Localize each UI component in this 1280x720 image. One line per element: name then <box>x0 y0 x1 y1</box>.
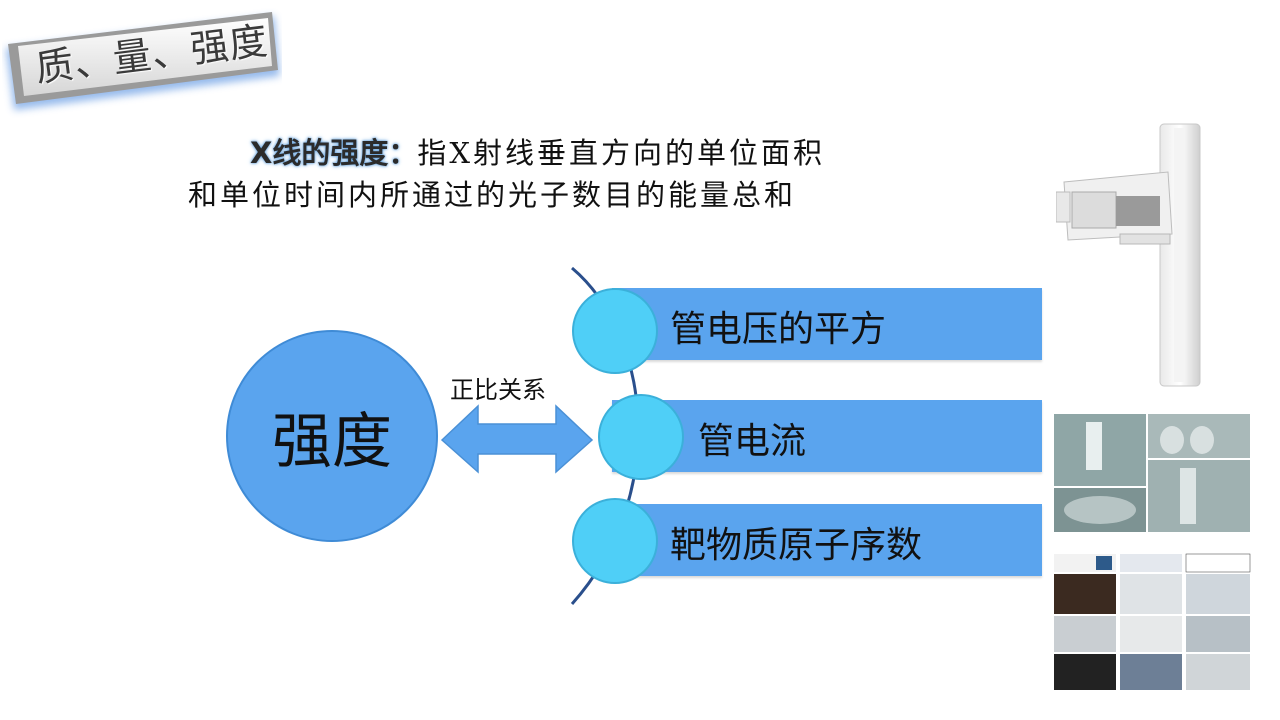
title-tag-shape <box>6 12 280 110</box>
intensity-circle: 强度 <box>226 330 438 542</box>
factor-bar-atomic-number: 靶物质原子序数 <box>612 504 1042 576</box>
slide-title-tag: 质、量、强度 <box>2 8 280 110</box>
double-arrow-icon <box>440 404 594 474</box>
equipment-catalog-image <box>1052 552 1252 692</box>
factor-label-current: 管电流 <box>698 421 807 462</box>
definition-term: X线的强度： <box>250 136 418 170</box>
factor-bar-voltage: 管电压的平方 <box>612 288 1042 360</box>
imaging-sciences-logo-icon <box>1096 556 1112 570</box>
factor-bullet-2 <box>598 394 684 480</box>
definition-line-1: X线的强度：指X射线垂直方向的单位面积 <box>188 132 968 174</box>
dental-xray-image <box>1052 412 1252 534</box>
factor-label-atomic-number: 靶物质原子序数 <box>670 525 923 566</box>
factor-bullet-3 <box>572 498 658 584</box>
definition-line-2: 和单位时间内所通过的光子数目的能量总和 <box>188 178 797 212</box>
definition-text-1: 指X射线垂直方向的单位面积 <box>417 136 826 170</box>
relation-label: 正比关系 <box>450 376 546 404</box>
factor-bullet-1 <box>572 288 658 374</box>
definition-block: X线的强度：指X射线垂直方向的单位面积 和单位时间内所通过的光子数目的能量总和 <box>188 132 968 216</box>
factor-label-voltage: 管电压的平方 <box>670 309 887 350</box>
intensity-label: 强度 <box>272 406 392 477</box>
xray-unit-image <box>1056 123 1201 387</box>
